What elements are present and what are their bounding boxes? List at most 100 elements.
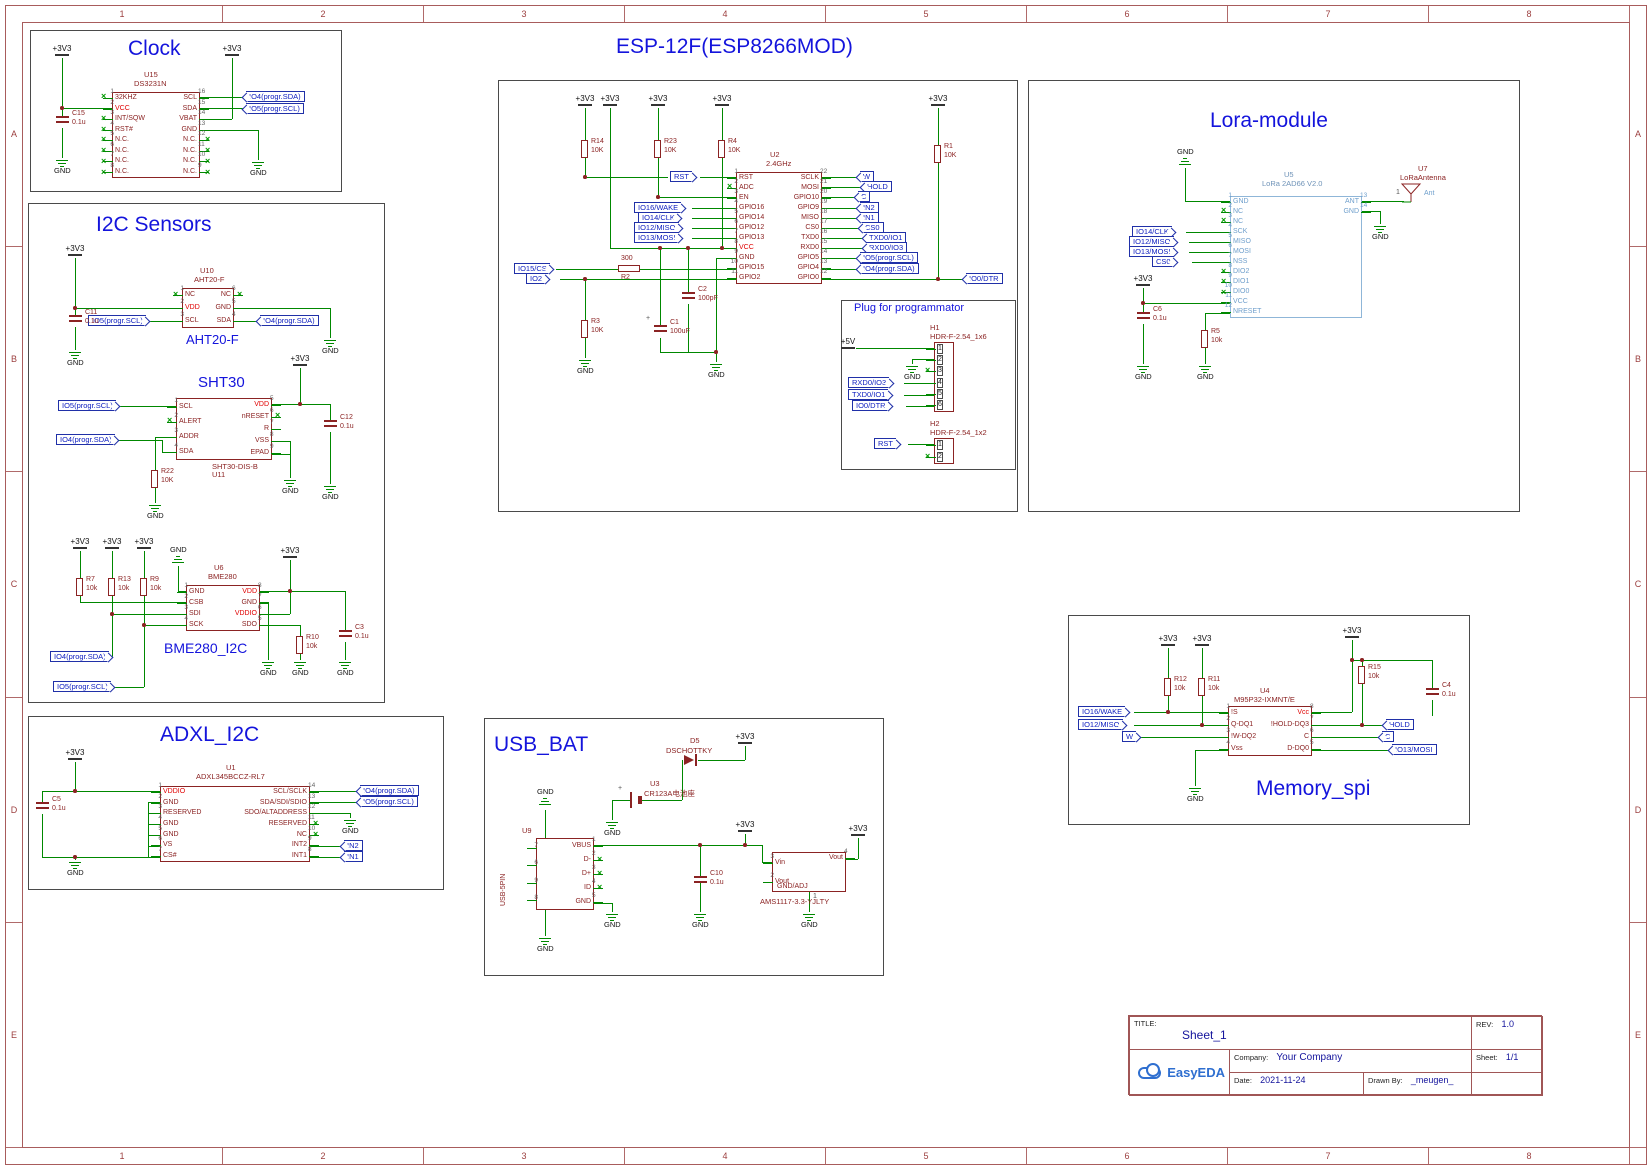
- capacitor-c2[interactable]: [682, 292, 695, 294]
- gnd-symbol[interactable]: GND: [260, 660, 277, 677]
- net-label[interactable]: IO0/DTR: [852, 400, 889, 411]
- resistor-r5[interactable]: [1201, 330, 1208, 348]
- net-label[interactable]: IN2: [344, 840, 363, 851]
- net-label[interactable]: IO16/WAKE: [1078, 706, 1126, 717]
- capacitor-c3[interactable]: [339, 630, 352, 632]
- antenna-icon[interactable]: [1400, 182, 1422, 208]
- power-flag[interactable]: +3V3: [282, 354, 318, 366]
- gnd-symbol[interactable]: GND: [708, 362, 725, 379]
- gnd-symbol[interactable]: GND: [170, 546, 187, 563]
- net-label[interactable]: IO12/MISO: [1078, 719, 1123, 730]
- gnd-symbol[interactable]: GND: [292, 660, 309, 677]
- gnd-symbol[interactable]: GND: [1197, 364, 1214, 381]
- gnd-symbol[interactable]: GND: [537, 936, 554, 953]
- gnd-symbol[interactable]: GND: [1372, 224, 1389, 241]
- net-label[interactable]: W: [1122, 731, 1137, 742]
- net-label[interactable]: RST: [874, 438, 896, 449]
- resistor-r10[interactable]: [296, 636, 303, 654]
- power-flag[interactable]: +3V3: [727, 732, 763, 744]
- net-label[interactable]: CS0: [1152, 256, 1174, 267]
- power-flag[interactable]: +3V3: [592, 94, 628, 106]
- capacitor-c5[interactable]: [36, 802, 49, 804]
- net-label[interactable]: IO2: [526, 273, 546, 284]
- gnd-symbol[interactable]: GND: [337, 660, 354, 677]
- capacitor-c10[interactable]: [694, 876, 707, 878]
- net-label[interactable]: IO13/MOSI: [634, 232, 679, 243]
- capacitor-c4[interactable]: [1426, 688, 1439, 690]
- power-flag[interactable]: +3V3: [1184, 634, 1220, 646]
- power-flag[interactable]: +5V: [830, 337, 866, 349]
- power-flag[interactable]: +3V3: [704, 94, 740, 106]
- power-flag[interactable]: +3V3: [840, 824, 876, 836]
- net-label[interactable]: C: [1382, 731, 1395, 742]
- capacitor-c11[interactable]: [69, 315, 82, 317]
- net-label[interactable]: IO5(progr.SCL): [360, 796, 418, 807]
- gnd-symbol[interactable]: GND: [1135, 364, 1152, 381]
- resistor-r23[interactable]: [654, 140, 661, 158]
- net-label[interactable]: IN1: [344, 851, 363, 862]
- power-flag[interactable]: +3V3: [640, 94, 676, 106]
- resistor-r7[interactable]: [76, 578, 83, 596]
- resistor-r15[interactable]: [1358, 666, 1365, 684]
- gnd-symbol[interactable]: GND: [67, 350, 84, 367]
- power-flag[interactable]: +3V3: [272, 546, 308, 558]
- gnd-symbol[interactable]: GND: [604, 820, 621, 837]
- resistor-r4[interactable]: [718, 140, 725, 158]
- net-label[interactable]: HOLD: [1386, 719, 1414, 730]
- resistor-r9[interactable]: [140, 578, 147, 596]
- net-label[interactable]: IO4(progr.SDA): [56, 434, 115, 445]
- gnd-symbol[interactable]: GND: [692, 912, 709, 929]
- net-label[interactable]: TXD0/IO1: [848, 389, 889, 400]
- gnd-symbol[interactable]: GND: [577, 358, 594, 375]
- power-flag[interactable]: +3V3: [126, 537, 162, 549]
- gnd-symbol[interactable]: GND: [322, 484, 339, 501]
- net-label[interactable]: IO5(progr.SCL): [246, 103, 304, 114]
- resistor-r3[interactable]: [581, 320, 588, 338]
- gnd-symbol[interactable]: GND: [342, 818, 359, 835]
- net-label[interactable]: IO5(progr.SCL): [860, 252, 918, 263]
- capacitor-c12[interactable]: [324, 420, 337, 422]
- power-flag[interactable]: +3V3: [1334, 626, 1370, 638]
- resistor-r1[interactable]: [934, 145, 941, 163]
- power-flag[interactable]: +3V3: [727, 820, 763, 832]
- net-label[interactable]: RST: [670, 171, 692, 182]
- net-label[interactable]: IO4(progr.SDA): [246, 91, 305, 102]
- gnd-symbol[interactable]: GND: [282, 478, 299, 495]
- net-label[interactable]: C: [858, 191, 871, 202]
- resistor-r12[interactable]: [1164, 678, 1171, 696]
- power-flag[interactable]: +3V3: [1150, 634, 1186, 646]
- power-flag[interactable]: +3V3: [57, 748, 93, 760]
- resistor-r13[interactable]: [108, 578, 115, 596]
- net-label[interactable]: HOLD: [864, 181, 892, 192]
- gnd-symbol[interactable]: GND: [537, 788, 554, 805]
- resistor-r14[interactable]: [581, 140, 588, 158]
- gnd-symbol[interactable]: GND: [904, 364, 921, 381]
- net-label[interactable]: IO4(progr.SDA): [50, 651, 109, 662]
- gnd-symbol[interactable]: GND: [1187, 786, 1204, 803]
- power-flag[interactable]: +3V3: [94, 537, 130, 549]
- power-flag[interactable]: +3V3: [57, 244, 93, 256]
- power-flag[interactable]: +3V3: [1125, 274, 1161, 286]
- gnd-symbol[interactable]: GND: [67, 860, 84, 877]
- net-label[interactable]: IO5(progr.SCL): [53, 681, 111, 692]
- resistor-r2[interactable]: [618, 265, 640, 272]
- gnd-symbol[interactable]: GND: [604, 912, 621, 929]
- resistor-r11[interactable]: [1198, 678, 1205, 696]
- power-flag[interactable]: +3V3: [62, 537, 98, 549]
- net-label[interactable]: IO4(progr.SDA): [360, 785, 419, 796]
- resistor-r22[interactable]: [151, 470, 158, 488]
- net-label[interactable]: IO5(progr.SCL): [58, 400, 116, 411]
- capacitor-c6[interactable]: [1137, 312, 1150, 314]
- power-flag[interactable]: +3V3: [44, 44, 80, 56]
- net-label[interactable]: IO4(progr.SDA): [260, 315, 319, 326]
- gnd-symbol[interactable]: GND: [54, 158, 71, 175]
